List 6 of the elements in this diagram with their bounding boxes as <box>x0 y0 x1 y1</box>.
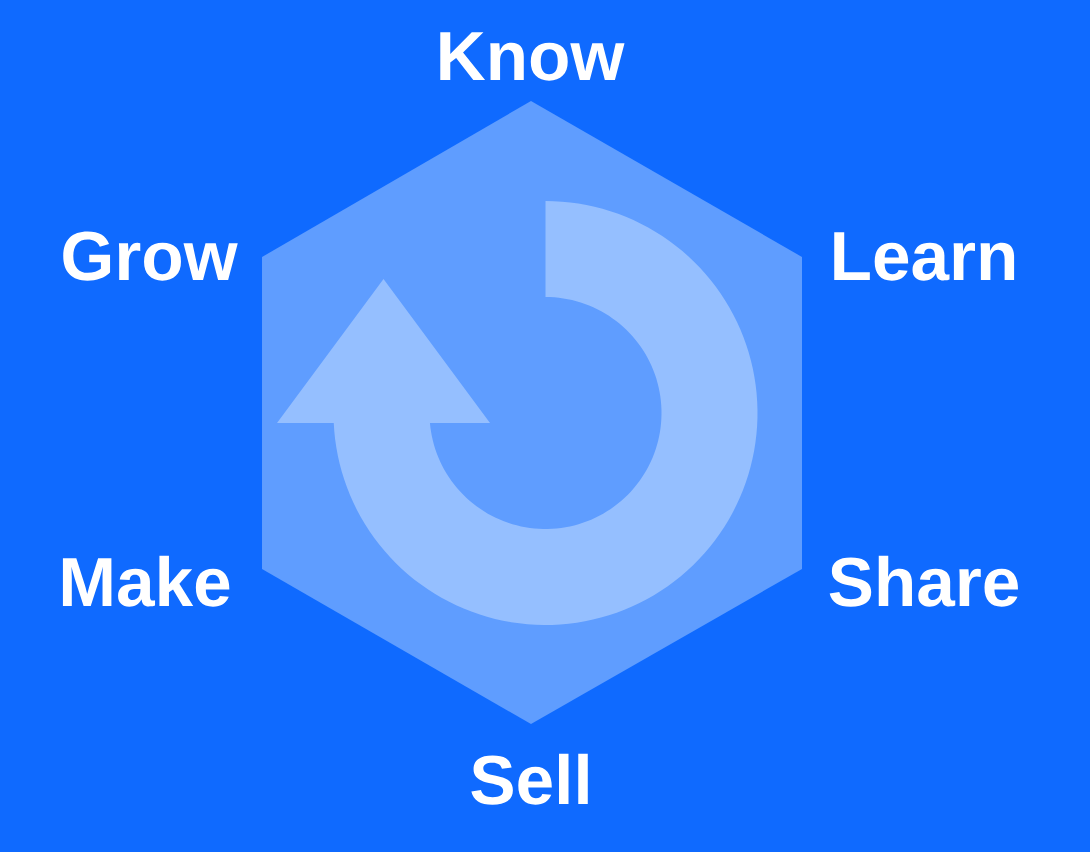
step-label: Grow <box>63 231 238 281</box>
step-label: Know <box>440 32 625 81</box>
step-label: Learn <box>834 232 1015 281</box>
step-label: Share <box>829 555 1018 607</box>
step-label: Sell <box>471 753 588 805</box>
step-label: Make <box>62 555 230 607</box>
